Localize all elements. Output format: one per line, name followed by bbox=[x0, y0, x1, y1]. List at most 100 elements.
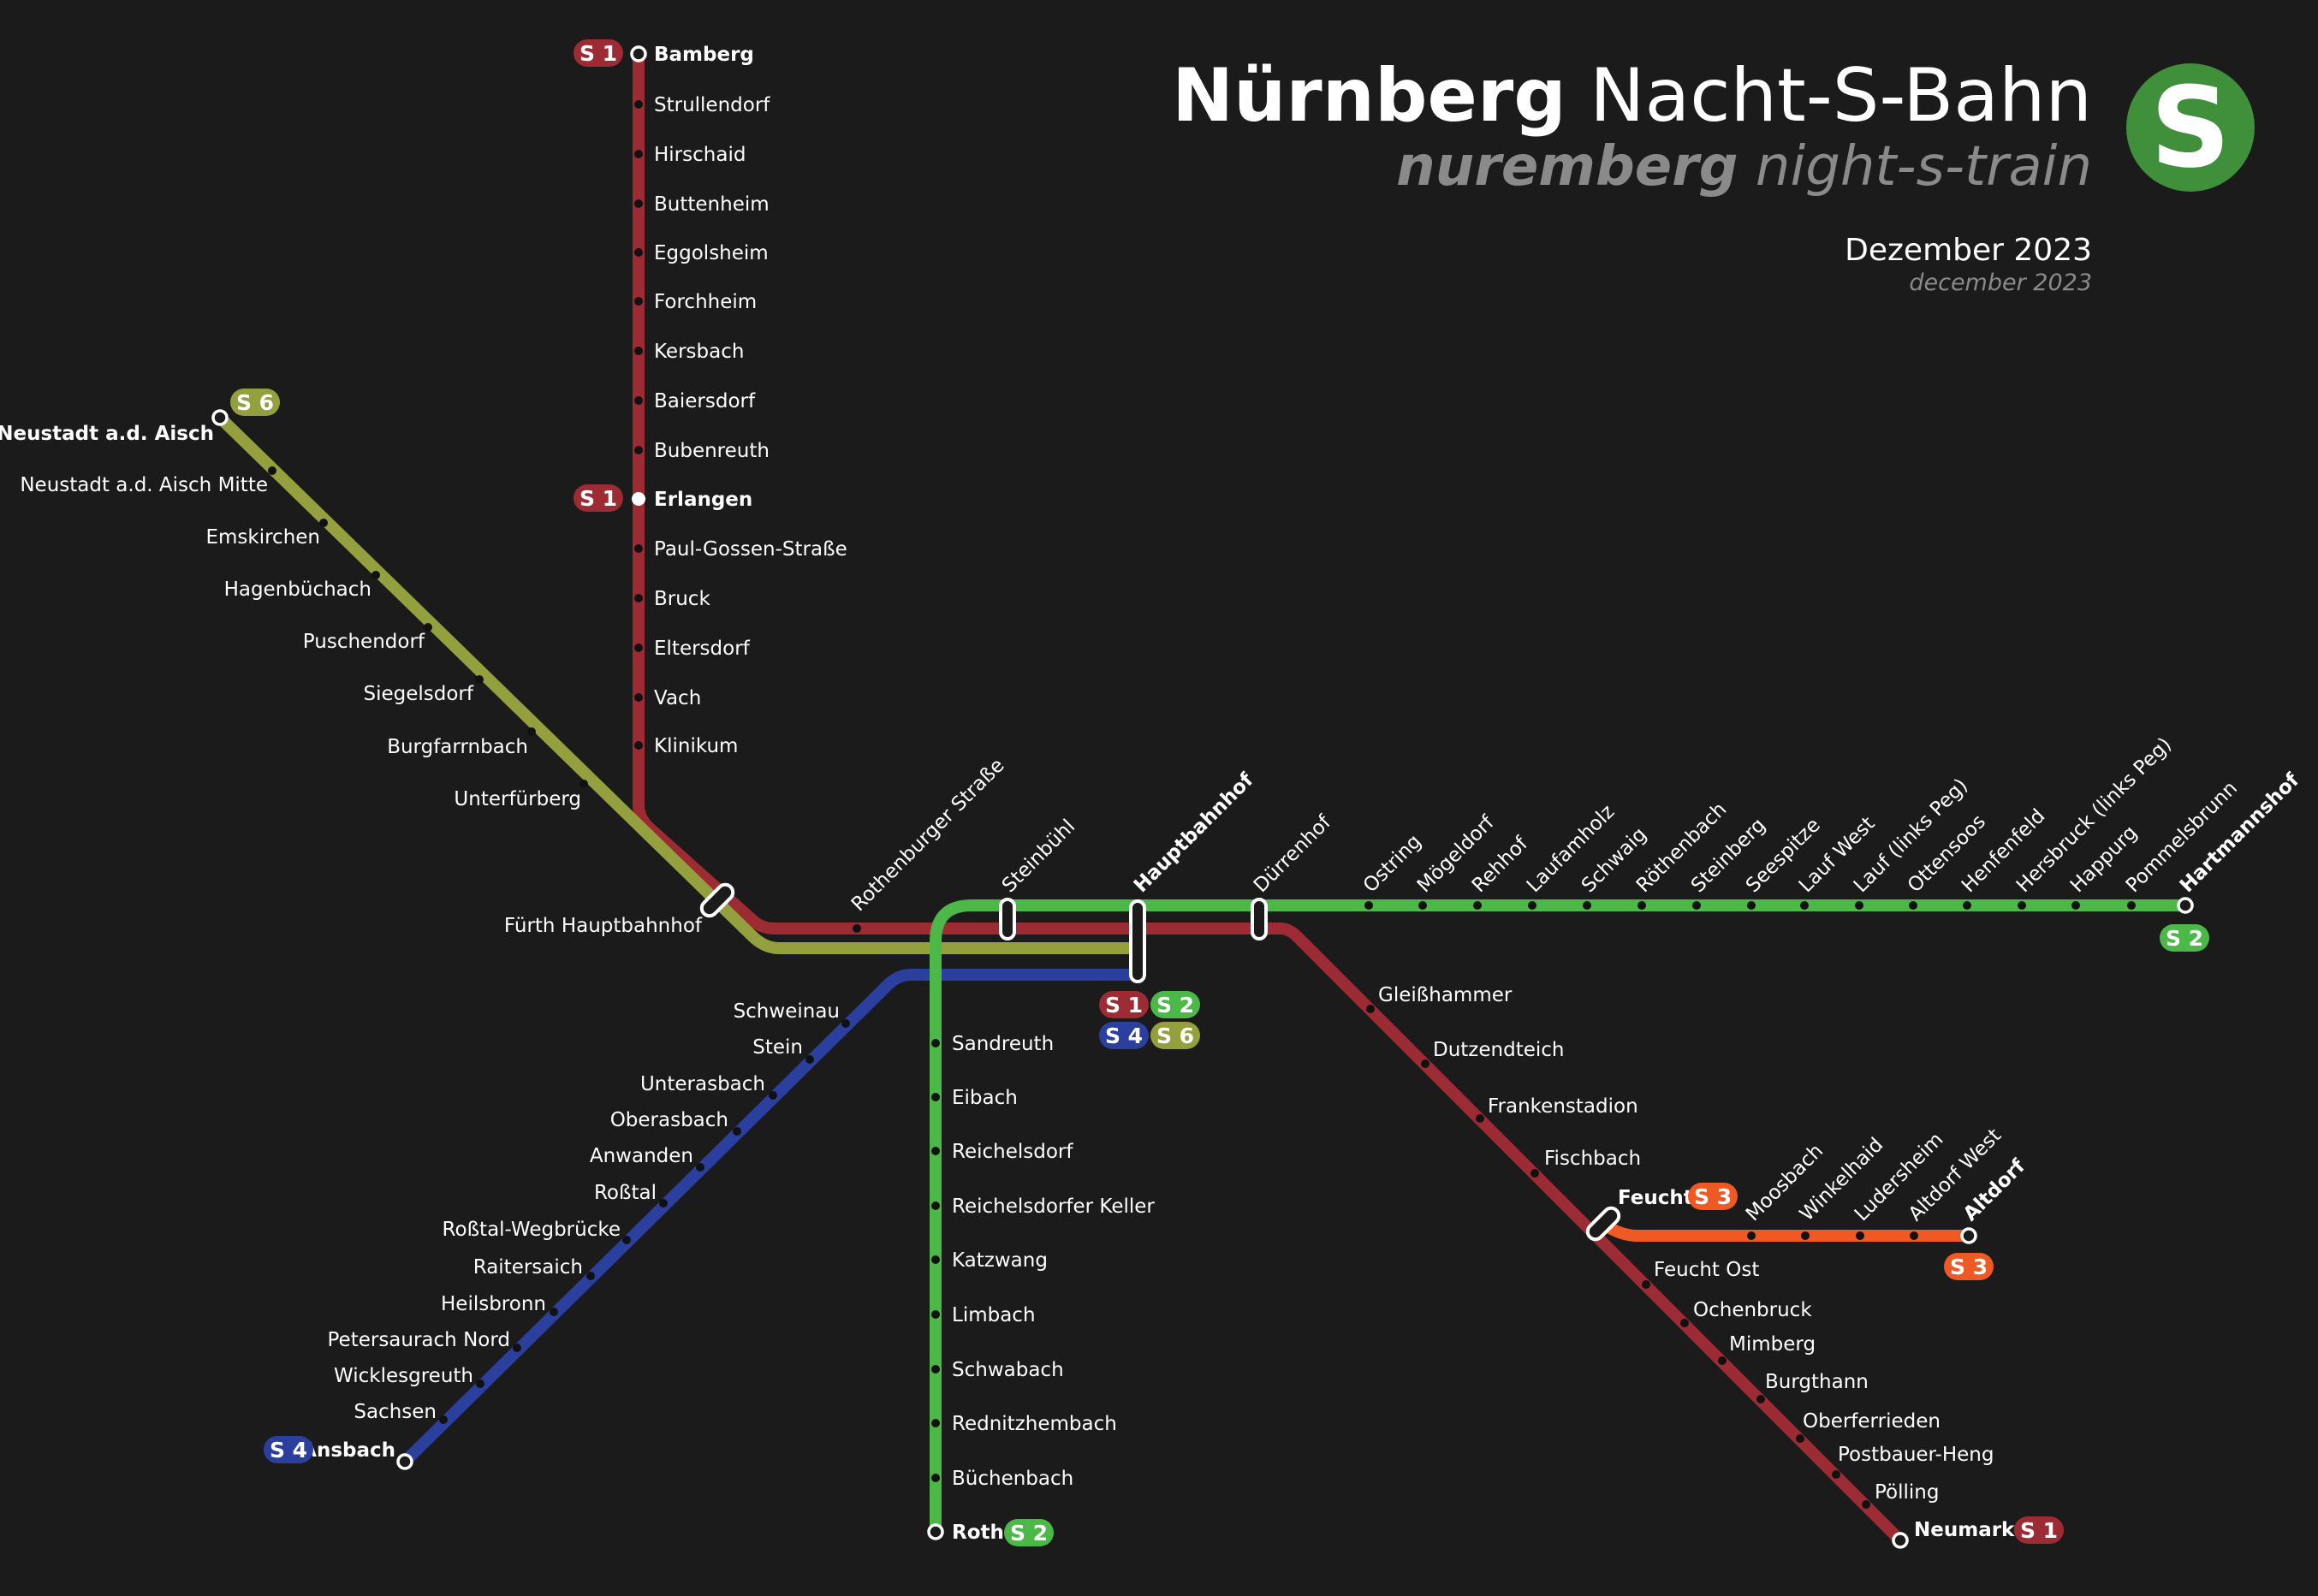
stop-schweinau bbox=[841, 1019, 850, 1028]
stop-kersbach bbox=[634, 347, 643, 355]
station-feucht-ost: Feucht Ost bbox=[1654, 1259, 1759, 1281]
station-eltersdorf: Eltersdorf bbox=[654, 638, 751, 660]
station-p-lling: Pölling bbox=[1875, 1481, 1939, 1504]
badge-s3: S 3 bbox=[1944, 1253, 1994, 1280]
subtitle-main: night-s-train bbox=[1755, 135, 2092, 199]
stop-paul-gossen-stra-e bbox=[634, 544, 643, 553]
station-vach: Vach bbox=[654, 687, 701, 709]
station-eibach: Eibach bbox=[952, 1087, 1018, 1109]
station-bamberg: Bamberg bbox=[654, 44, 754, 66]
station-ro-tal-wegbr-cke: Roßtal-Wegbrücke bbox=[443, 1219, 621, 1241]
station-unterf-rberg: Unterfürberg bbox=[454, 788, 581, 810]
station-schweinau: Schweinau bbox=[734, 1000, 840, 1023]
station-neustadt-a-d-aisch-mitte: Neustadt a.d. Aisch Mitte bbox=[20, 474, 268, 496]
svg-text:S 6: S 6 bbox=[236, 390, 274, 415]
stop-eibach bbox=[931, 1093, 940, 1101]
map-date: Dezember 2023 bbox=[1845, 233, 2092, 268]
station-kersbach: Kersbach bbox=[654, 341, 744, 363]
station-sachsen: Sachsen bbox=[354, 1401, 437, 1423]
svg-text:S 2: S 2 bbox=[2166, 926, 2203, 951]
stop-buttenheim bbox=[634, 199, 643, 208]
stop-reichelsdorf bbox=[931, 1147, 940, 1155]
stop-klinikum bbox=[634, 741, 643, 750]
stop-seespitze bbox=[1747, 901, 1756, 910]
station-oberasbach: Oberasbach bbox=[610, 1109, 728, 1131]
station-frankenstadion: Frankenstadion bbox=[1488, 1095, 1638, 1118]
station-ro-tal: Roßtal bbox=[594, 1182, 657, 1204]
svg-text:S 1: S 1 bbox=[580, 41, 617, 66]
stop-lauf-west bbox=[1800, 901, 1809, 910]
station-puschendorf: Puschendorf bbox=[303, 631, 425, 653]
station-feucht: Feucht bbox=[1618, 1187, 1693, 1209]
svg-text:S 4: S 4 bbox=[1105, 1023, 1143, 1048]
stop-strullendorf bbox=[634, 100, 643, 109]
stop-katzwang bbox=[931, 1255, 940, 1264]
stop-steinberg bbox=[1692, 901, 1701, 910]
stop-b-chenbach bbox=[931, 1474, 940, 1482]
stop-ro-tal bbox=[659, 1199, 668, 1207]
stop-r-thenbach bbox=[1637, 901, 1646, 910]
station-forchheim: Forchheim bbox=[654, 291, 757, 313]
stop-oberferrieden bbox=[1796, 1434, 1804, 1443]
station-labels: BambergStrullendorfHirschaidButtenheimEg… bbox=[0, 44, 2304, 1544]
badge-s1: S 1 bbox=[574, 39, 623, 67]
svg-text:S 1: S 1 bbox=[2020, 1518, 2058, 1543]
station-siegelsdorf: Siegelsdorf bbox=[364, 683, 474, 705]
stop-ochenbruck bbox=[1680, 1319, 1689, 1327]
station-rednitzhembach: Rednitzhembach bbox=[952, 1413, 1117, 1435]
stop-lauf-links-peg bbox=[1855, 901, 1863, 910]
stop-laufamholz bbox=[1528, 901, 1536, 910]
station-burgfarrnbach: Burgfarrnbach bbox=[387, 736, 528, 758]
svg-text:S 1: S 1 bbox=[580, 486, 617, 511]
badge-s6: S 6 bbox=[230, 389, 280, 416]
stop-anwanden bbox=[696, 1163, 704, 1172]
station-erlangen: Erlangen bbox=[654, 489, 752, 511]
badge-s1: S 1 bbox=[1099, 991, 1149, 1018]
station-dutzendteich: Dutzendteich bbox=[1433, 1039, 1565, 1061]
badge-s2: S 2 bbox=[2160, 924, 2209, 952]
stop-ottensoos bbox=[1909, 901, 1917, 910]
station-hirschaid: Hirschaid bbox=[654, 144, 746, 166]
interchange-hauptbahnhof bbox=[1129, 899, 1146, 983]
stop-forchheim bbox=[634, 297, 643, 306]
station-steinb-hl: Steinbühl bbox=[998, 816, 1079, 897]
map-date-en: december 2023 bbox=[1909, 270, 2092, 296]
stop-neustadt-a-d-aisch-mitte bbox=[268, 466, 276, 475]
stop-pommelsbrunn bbox=[2127, 901, 2136, 910]
station-ostring: Ostring bbox=[1359, 830, 1426, 897]
svg-text:S 2: S 2 bbox=[1010, 1521, 1048, 1546]
stop-hirschaid bbox=[634, 150, 643, 158]
stop-altdorf-west bbox=[1910, 1231, 1918, 1240]
terminus-roth bbox=[927, 1523, 944, 1540]
station-buttenheim: Buttenheim bbox=[654, 193, 770, 216]
stop-sandreuth bbox=[931, 1039, 940, 1047]
route-s2 bbox=[930, 899, 2191, 1538]
station-stein: Stein bbox=[752, 1036, 803, 1059]
station-unterasbach: Unterasbach bbox=[640, 1073, 765, 1095]
station-heilsbronn: Heilsbronn bbox=[441, 1293, 546, 1315]
stop-emskirchen bbox=[319, 519, 328, 527]
station-dots bbox=[211, 45, 2194, 1549]
stop-petersaurach-nord bbox=[513, 1344, 521, 1352]
station-b-chenbach: Büchenbach bbox=[952, 1468, 1073, 1490]
station-raitersaich: Raitersaich bbox=[473, 1256, 583, 1279]
interchange-feucht bbox=[1585, 1206, 1621, 1242]
stop-postbauer-heng bbox=[1832, 1470, 1840, 1479]
stop-rothenburger-strasse bbox=[853, 924, 861, 933]
badge-s3: S 3 bbox=[1688, 1183, 1738, 1210]
subtitle-city: nuremberg bbox=[1396, 135, 1738, 199]
stop-sachsen bbox=[439, 1415, 448, 1424]
station-paul-gossen-stra-e: Paul-Gossen-Straße bbox=[654, 538, 847, 561]
station-petersaurach-nord: Petersaurach Nord bbox=[328, 1329, 511, 1351]
stop-puschendorf bbox=[424, 623, 432, 632]
stop-frankenstadion bbox=[1476, 1114, 1484, 1123]
stop-ro-tal-wegbr-cke bbox=[622, 1236, 631, 1244]
terminus-bamberg bbox=[630, 45, 647, 62]
stop-m-geldorf bbox=[1418, 901, 1427, 910]
station-oberferrieden: Oberferrieden bbox=[1803, 1410, 1941, 1433]
stop-wicklesgreuth bbox=[476, 1379, 484, 1388]
svg-text:S 1: S 1 bbox=[1105, 993, 1143, 1018]
terminus-hartmannshof bbox=[2177, 897, 2194, 914]
